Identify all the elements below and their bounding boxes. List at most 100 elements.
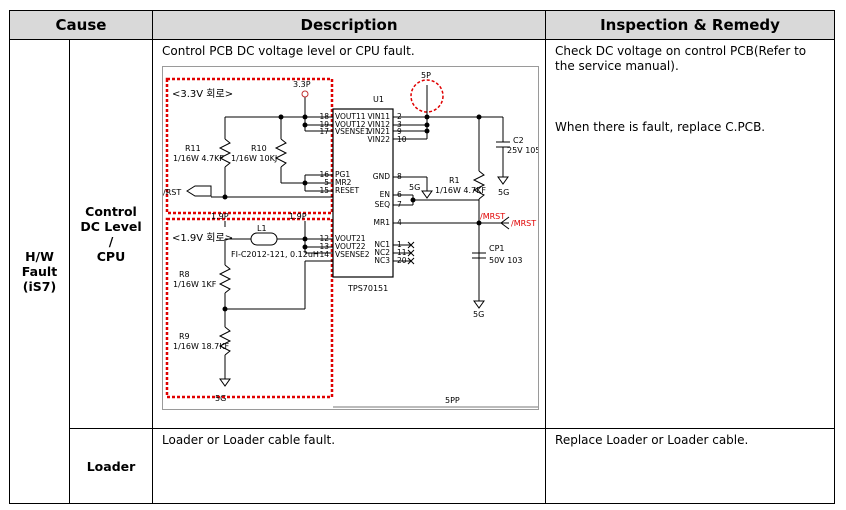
net-5pp-label: 5PP	[445, 396, 460, 405]
cause-main: H/W Fault (iS7)	[9, 39, 70, 504]
ic-pin-number: 16	[319, 170, 329, 179]
5p-highlight	[410, 79, 444, 113]
rst-input-label: /RST	[163, 188, 181, 197]
r9-value: 1/16W 18.7KF	[173, 342, 229, 351]
ic-pin-number: 10	[397, 135, 407, 144]
ic-pin-name: NC1	[374, 240, 390, 249]
ic-pin-number: 15	[319, 186, 329, 195]
ic-pin-number: 18	[319, 112, 329, 121]
ic-pin-name: VIN11	[368, 112, 391, 121]
ic-pin-name: SEQ	[375, 200, 390, 209]
r1-value: 1/16W 4.7KF	[435, 186, 486, 195]
sub-cause-line: CPU	[96, 249, 126, 264]
remedy-text: When there is fault, replace C.PCB.	[555, 120, 766, 134]
net-19p-label: 1.9P	[211, 212, 229, 221]
block-33v-outline	[165, 77, 334, 215]
ic-pin-name: VSENSE1	[335, 127, 370, 136]
net-5g-label: 5G	[215, 394, 226, 403]
r9-ref: R9	[179, 332, 190, 341]
remedy-cell: Replace Loader or Loader cable.	[545, 428, 836, 504]
description-text: Control PCB DC voltage level or CPU faul…	[162, 44, 415, 58]
r8-ref: R8	[179, 270, 190, 279]
schematic-figure: <3.3V 회로> <1.9V 회로> U1 TPS70151 3.3P 5P …	[162, 66, 540, 410]
block-19v-outline	[165, 217, 334, 399]
net-5g-label-2: 5G	[498, 188, 509, 197]
block-19v-label: <1.9V 회로>	[172, 232, 233, 244]
ic-pin-name: PG1	[335, 170, 350, 179]
table-row: H/W Fault (iS7) Control DC Level / CPU C…	[9, 39, 836, 504]
cp1-ref: CP1	[489, 244, 505, 253]
ic-pin-number: 5	[324, 178, 329, 187]
mrst-label: /MRST	[480, 212, 505, 221]
remedy-cell: Check DC voltage on control PCB(Refer to…	[545, 39, 836, 429]
r10-ref: R10	[251, 144, 267, 153]
ic-pin-name: VOUT12	[335, 120, 366, 129]
ic-pin-number: 13	[319, 242, 329, 251]
header-row: Cause Description Inspection & Remedy	[8, 10, 836, 40]
ic-pin-number: 3	[397, 120, 402, 129]
description-cell: Control PCB DC voltage level or CPU faul…	[152, 39, 547, 429]
c2-value: 25V 105	[507, 146, 538, 155]
ic-pin-number: 17	[319, 127, 329, 136]
ic-pin-name: EN	[380, 190, 390, 199]
ic-pin-name: VSENSE2	[335, 250, 370, 259]
table-row: Loader Loader or Loader cable fault. Rep…	[10, 428, 836, 504]
sub-cause-line: Control	[85, 204, 137, 219]
sub-cause-line: /	[108, 234, 114, 249]
l1-value: FI-C2012-121, 0.12uH	[231, 250, 319, 259]
net-5g-label-3: 5G	[473, 310, 484, 319]
ic-pin-name: VIN22	[368, 135, 391, 144]
header-remedy: Inspection & Remedy	[545, 10, 836, 40]
description-cell: Loader or Loader cable fault.	[152, 428, 547, 504]
sub-cause-control: Control DC Level / CPU	[68, 39, 154, 429]
sub-cause-loader: Loader	[68, 428, 154, 504]
c2-ref: C2	[513, 136, 524, 145]
ic-pin-number: 12	[319, 234, 329, 243]
ic-pin-name: MR1	[374, 218, 391, 227]
r11-ref: R11	[185, 144, 201, 153]
r8-value: 1/16W 1KF	[173, 280, 217, 289]
ic-pin-number: 2	[397, 112, 402, 121]
ic-pin-name: VIN12	[368, 120, 391, 129]
ic-pin-number: 7	[397, 200, 402, 209]
ic-pin-number: 6	[397, 190, 402, 199]
ic-pin-number: 1	[397, 240, 402, 249]
r11-value: 1/16W 4.7KF	[173, 154, 224, 163]
header-description: Description	[152, 10, 547, 40]
description-text: Loader or Loader cable fault.	[162, 433, 336, 447]
ic-pin-number: 8	[397, 172, 402, 181]
header-cause: Cause	[8, 10, 154, 40]
ic-pin-name: MR2	[335, 178, 352, 187]
ic-pin-name: RESET	[335, 186, 359, 195]
cause-main-line: Fault	[21, 264, 58, 279]
ic-pin-number: 19	[319, 120, 329, 129]
net-19p-label-2: 1.9P	[289, 212, 307, 221]
net-5p-label: 5P	[421, 71, 431, 80]
sub-cause-line: DC Level	[80, 219, 142, 234]
net-33p-label: 3.3P	[293, 80, 311, 89]
schematic-diagram: <3.3V 회로> <1.9V 회로> U1 TPS70151 3.3P 5P …	[163, 71, 539, 408]
net-5g-label-4: 5G	[409, 183, 420, 192]
l1-ref: L1	[257, 224, 267, 233]
ic-pin-number: 4	[397, 218, 402, 227]
ic-part-label: TPS70151	[347, 284, 388, 293]
ic-pin-number: 11	[397, 248, 407, 257]
ic-u1-body	[332, 108, 394, 278]
fault-table: Cause Description Inspection & Remedy H/…	[8, 10, 836, 504]
ic-pin-name: VIN21	[368, 127, 391, 136]
ic-pin-number: 9	[397, 127, 402, 136]
r10-value: 1/16W 10KJ	[231, 154, 277, 163]
ic-pin-name: NC2	[374, 248, 390, 257]
ic-pin-number: 20	[397, 256, 407, 265]
ic-pin-name: GND	[373, 172, 390, 181]
mrst-input-label: /MRST	[511, 219, 536, 228]
remedy-text: Check DC voltage on control PCB(Refer to…	[555, 44, 807, 73]
cp1-value: 50V 103	[489, 256, 522, 265]
ic-pin-name: VOUT21	[335, 234, 366, 243]
sub-cause-line: Loader	[86, 458, 136, 474]
cause-main-line: H/W	[25, 249, 54, 264]
cause-main-line: (iS7)	[22, 279, 57, 294]
ic-pin-name: VOUT22	[335, 242, 366, 251]
block-33v-label: <3.3V 회로>	[172, 88, 233, 100]
remedy-text: Replace Loader or Loader cable.	[555, 433, 749, 447]
